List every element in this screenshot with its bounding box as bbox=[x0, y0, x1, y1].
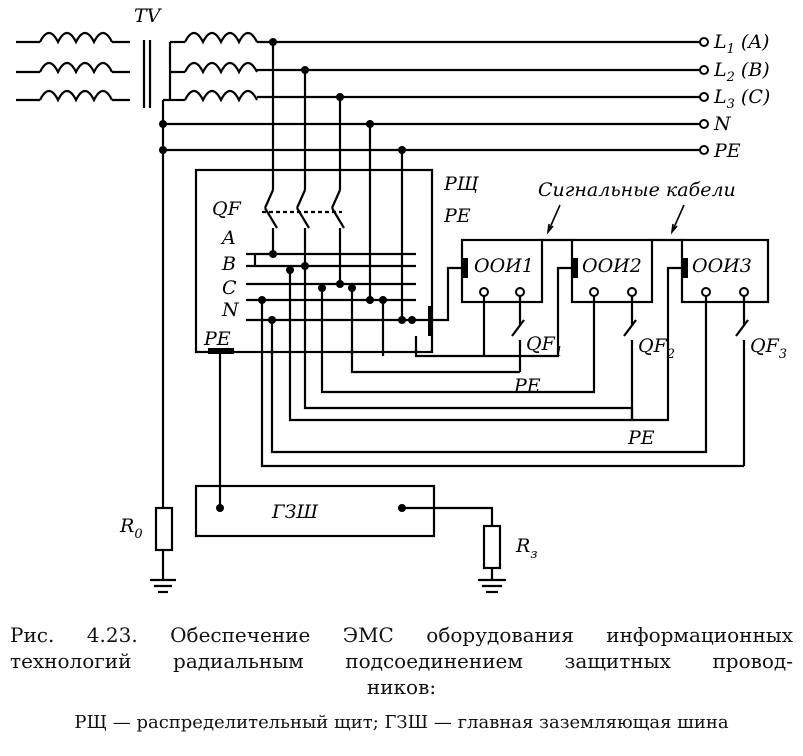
pe-mid-label-2: PE bbox=[627, 427, 655, 449]
svg-text:L3(C): L3(C) bbox=[713, 86, 770, 112]
qf2-label: QF bbox=[638, 335, 668, 357]
bus-c-label: C bbox=[222, 277, 237, 299]
supply-lines bbox=[161, 40, 700, 508]
transformer-label: TV bbox=[134, 5, 163, 27]
main-earth-bus-label: ГЗШ bbox=[271, 501, 318, 523]
equipment-3: ООИ3 bbox=[680, 238, 770, 304]
bus-pe-label: PE bbox=[203, 328, 231, 350]
main-earth-bus: ГЗШ bbox=[194, 354, 494, 538]
svg-text:L1(A): L1(A) bbox=[713, 31, 769, 57]
svg-text:QF3: QF3 bbox=[750, 335, 787, 362]
rz-resistor: Rз bbox=[478, 524, 537, 594]
svg-text:R0: R0 bbox=[119, 515, 143, 542]
equipment-1-label: ООИ1 bbox=[474, 255, 534, 277]
pe-line-label: PE bbox=[713, 140, 741, 162]
rz-label: R bbox=[515, 535, 530, 557]
r0-resistor: R0 bbox=[119, 506, 176, 594]
qf3-label: QF bbox=[750, 335, 780, 357]
svg-text:QF2: QF2 bbox=[638, 335, 675, 362]
caption-line-1: Рис. 4.23. Обеспечение ЭМС оборудования … bbox=[10, 623, 793, 647]
supply-line-labels: L1(A) L2(B) L3(C) N PE bbox=[713, 31, 770, 162]
pe-mid-label-1: PE bbox=[513, 375, 541, 397]
caption-line-2: технологий радиальным подсоединением защ… bbox=[10, 649, 793, 673]
panel-feeders bbox=[271, 42, 404, 320]
n-line-label: N bbox=[713, 113, 732, 135]
figure-caption: Рис. 4.23. Обеспечение ЭМС оборудования … bbox=[10, 622, 793, 700]
panel-pe-label: PE bbox=[443, 205, 471, 227]
bus-a-label: A bbox=[220, 227, 236, 249]
wiring-diagram: TV L1(A) L2(B) L3(C) N PE bbox=[16, 5, 787, 594]
supply-terminals bbox=[159, 37, 709, 155]
svg-text:Rз: Rз bbox=[515, 535, 537, 562]
l2-label: L bbox=[713, 59, 727, 81]
bus-b-label: B bbox=[221, 253, 236, 275]
transformer: TV bbox=[16, 5, 258, 108]
qf1-label: QF bbox=[526, 333, 556, 355]
l3-label: L bbox=[713, 86, 727, 108]
figure-legend: РЩ — распределительный щит; ГЗШ — главна… bbox=[74, 712, 729, 733]
equipment-2: ООИ2 bbox=[570, 238, 654, 304]
breakers: QF1 QF2 QF3 bbox=[511, 296, 787, 466]
svg-text:L2(B): L2(B) bbox=[713, 59, 770, 85]
equipment-3-label: ООИ3 bbox=[692, 255, 752, 277]
equipment-1: ООИ1 bbox=[460, 238, 544, 304]
panel-label: РЩ bbox=[443, 173, 480, 195]
r0-label: R bbox=[119, 515, 134, 537]
signal-cables-label: Сигнальные кабели bbox=[538, 179, 736, 201]
l1-label: L bbox=[713, 31, 727, 53]
bus-n-label: N bbox=[221, 299, 240, 321]
equipment-2-label: ООИ2 bbox=[582, 255, 642, 277]
distribution-panel: РЩ PE QF A B C N PE bbox=[194, 168, 480, 354]
radial-conductors bbox=[253, 254, 744, 468]
caption-line-3: ников: bbox=[366, 675, 437, 699]
signal-cables: Сигнальные кабели bbox=[538, 179, 736, 235]
qf-main-label: QF bbox=[212, 198, 242, 220]
